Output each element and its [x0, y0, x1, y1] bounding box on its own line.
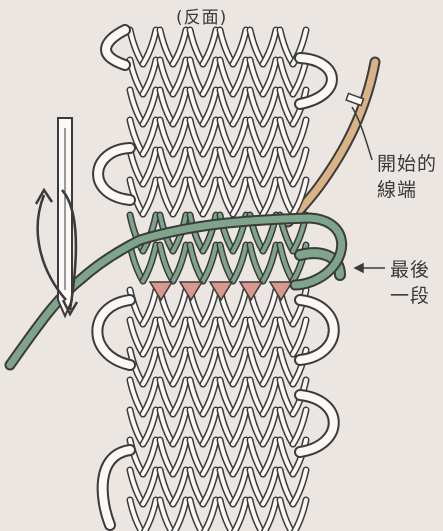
- diagram-title: (反面): [176, 6, 227, 31]
- start-tail-label-line1: 開始的: [377, 152, 437, 177]
- last-row-label-line1: 最後: [390, 258, 430, 283]
- white-stitch-columns: [130, 30, 306, 531]
- start-tail-label-line2: 線端: [377, 178, 417, 203]
- needle-icon: [58, 118, 72, 316]
- last-row-label-line2: 一段: [390, 284, 430, 309]
